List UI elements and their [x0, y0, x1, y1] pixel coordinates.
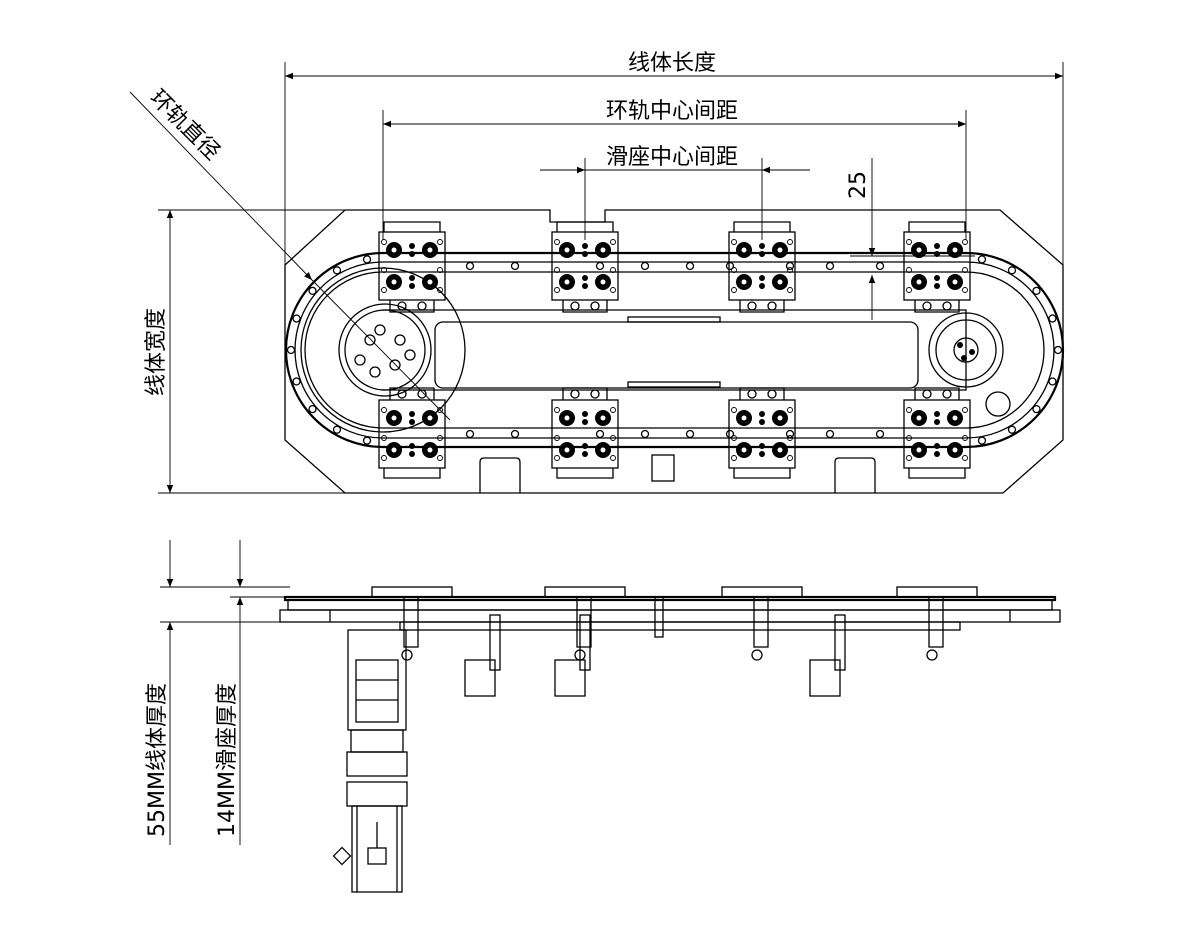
idler-wheel-right — [928, 312, 1011, 417]
ring-hole — [292, 377, 301, 386]
line-thickness-dimension: 55MM线体厚度 14MM滑座厚度 — [145, 540, 290, 845]
ring-hole — [292, 314, 301, 323]
slider-carriage — [903, 221, 971, 313]
rail-hole — [595, 261, 605, 271]
rail-hole — [510, 429, 520, 439]
slider-center-distance-label: 滑座中心间距 — [606, 145, 738, 170]
ring-hole — [1032, 286, 1041, 296]
bolt-hole — [957, 342, 963, 348]
rail-hole — [685, 261, 695, 271]
ring-center-distance-dimension: 环轨中心间距 — [382, 99, 967, 240]
bolt-hole — [394, 334, 406, 346]
side-carriage — [896, 586, 978, 661]
side-plates — [279, 595, 1061, 631]
line-width-dimension: 线体宽度 — [144, 209, 345, 494]
slider-carriage — [551, 387, 619, 479]
side-carriages — [371, 586, 978, 697]
bolt-hole — [354, 354, 366, 366]
side-carriage — [721, 586, 803, 661]
slider-carriage — [378, 221, 446, 313]
bolt-hole — [369, 366, 381, 378]
slider-carriage — [903, 387, 971, 479]
ring-hole — [1053, 345, 1063, 355]
ring-hole — [286, 345, 296, 355]
rail-hole — [725, 429, 735, 439]
rail-hole — [465, 261, 475, 271]
ring-hole — [1032, 404, 1041, 414]
rail-hole — [595, 429, 605, 439]
slider-thickness-label: 14MM滑座厚度 — [215, 683, 240, 837]
offset-dimension: 25 — [846, 158, 975, 320]
rail-hole — [640, 261, 650, 271]
offset-value: 25 — [846, 171, 871, 199]
slider-carriage — [728, 221, 796, 313]
ring-hole — [362, 436, 372, 445]
ring-center-distance-label: 环轨中心间距 — [606, 99, 738, 124]
bolt-hole — [374, 324, 386, 336]
line-length-dimension: 线体长度 — [284, 51, 1064, 270]
rail-hole — [785, 261, 795, 271]
ring-hole — [332, 266, 342, 275]
rail-hole — [825, 261, 835, 271]
ring-hole — [977, 436, 987, 445]
bolt-hole — [404, 349, 416, 361]
mount-notch — [479, 457, 521, 493]
side-bracket — [464, 614, 501, 697]
ring-hole — [1048, 377, 1057, 386]
side-sensor — [654, 596, 664, 638]
ring-hole — [332, 425, 342, 434]
side-carriage — [544, 586, 626, 661]
line-width-label: 线体宽度 — [144, 308, 169, 396]
ring-diameter-label: 环轨直径 — [145, 85, 225, 165]
sensor-block — [651, 454, 675, 482]
bolt-hole — [389, 359, 401, 371]
track-holes — [286, 255, 1063, 445]
motor-assembly — [332, 629, 408, 893]
slider-carriage — [728, 387, 796, 479]
slider-carriage — [378, 387, 446, 479]
ring-track — [284, 251, 1065, 449]
ring-hole — [1007, 425, 1017, 434]
base-plate — [284, 209, 1064, 494]
side-bracket — [809, 614, 846, 697]
rail-hole — [725, 261, 735, 271]
rail-hole — [640, 429, 650, 439]
ring-hole — [362, 255, 372, 264]
ring-hole — [308, 404, 317, 414]
slider-carriage — [551, 221, 619, 313]
rail-hole — [510, 261, 520, 271]
bolt-hole — [364, 334, 376, 346]
ring-hole — [1007, 266, 1017, 275]
side-carriage — [371, 586, 453, 661]
line-length-label: 线体长度 — [628, 51, 716, 76]
mount-notch — [834, 457, 876, 493]
rail-hole — [465, 429, 475, 439]
rail-hole — [785, 429, 795, 439]
carriages — [378, 221, 971, 493]
slider-center-distance-dimension: 滑座中心间距 — [540, 145, 810, 240]
side-view: 55MM线体厚度 14MM滑座厚度 — [145, 540, 1061, 893]
rail-hole — [875, 261, 885, 271]
ring-hole — [308, 286, 317, 296]
rail-hole — [685, 429, 695, 439]
top-view: 线体长度 环轨中心间距 滑座中心间距 25 线体宽度 — [129, 51, 1065, 494]
line-thickness-label: 55MM线体厚度 — [145, 683, 170, 837]
bolt-hole — [961, 355, 967, 361]
bolt-hole — [969, 349, 975, 355]
ring-hole — [977, 255, 987, 264]
ring-hole — [1048, 314, 1057, 323]
side-bracket — [554, 614, 591, 697]
rail-hole — [875, 429, 885, 439]
rail-hole — [825, 429, 835, 439]
